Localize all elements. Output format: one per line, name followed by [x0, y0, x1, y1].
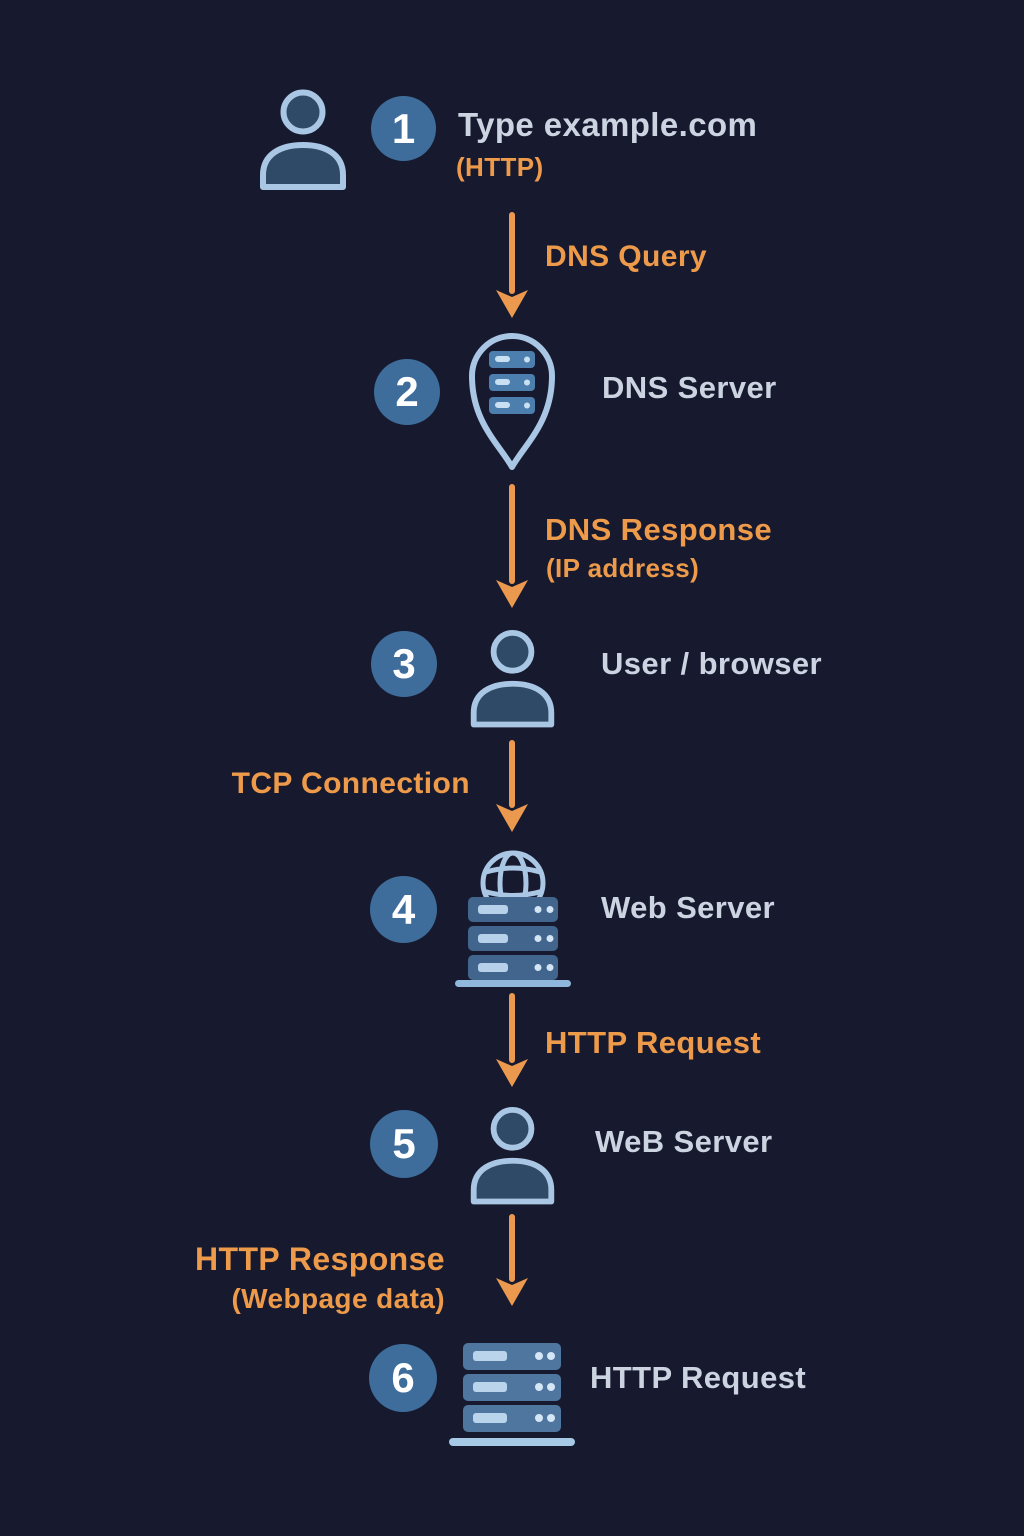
user-icon [470, 629, 555, 728]
arrow-label: DNS Response [545, 512, 773, 547]
step-sublabel: (HTTP) [456, 152, 544, 182]
step-label: User / browser [601, 646, 822, 681]
user-icon [470, 1106, 555, 1205]
step-number-badge: 1 [371, 96, 436, 161]
arrow-label: TCP Connection [231, 767, 470, 800]
step-number-badge: 3 [371, 631, 437, 697]
arrow-down-icon [496, 1214, 528, 1306]
user-icon [260, 89, 346, 190]
arrow-label: DNS Query [545, 240, 707, 273]
arrow-sublabel: (Webpage data) [231, 1283, 445, 1314]
step-label: HTTP Request [590, 1360, 807, 1395]
server-rack-icon [449, 1343, 575, 1446]
arrow-down-icon [496, 740, 528, 832]
step-number-badge: 6 [369, 1344, 437, 1412]
step-number-badge: 5 [370, 1110, 438, 1178]
arrow-label: HTTP Response [195, 1241, 445, 1277]
step-label: Type example.com [458, 106, 758, 143]
step-number-badge: 4 [370, 876, 437, 943]
step-number-badge: 2 [374, 359, 440, 425]
step-label: WeB Server [595, 1124, 773, 1159]
step-label: DNS Server [602, 370, 777, 405]
dns-server-pin-icon [469, 333, 555, 470]
arrow-down-icon [496, 484, 528, 608]
arrow-down-icon [496, 993, 528, 1087]
arrow-label: HTTP Request [545, 1025, 762, 1060]
globe-server-icon [455, 850, 571, 987]
arrow-sublabel: (IP address) [546, 553, 700, 583]
arrow-down-icon [496, 212, 528, 318]
step-label: Web Server [601, 890, 776, 925]
